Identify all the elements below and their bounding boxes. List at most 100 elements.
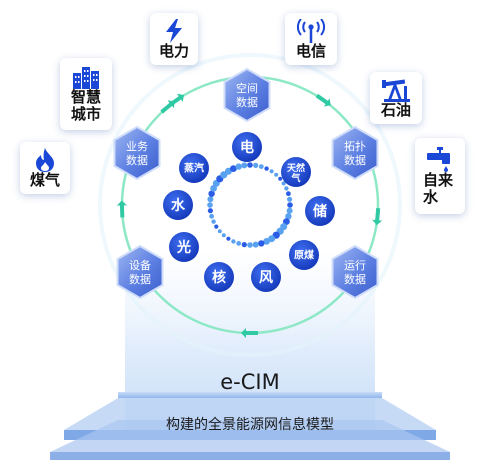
industry-label-gas: 煤气 <box>29 170 60 189</box>
core-dot <box>221 233 226 238</box>
energy-node[interactable]: 原煤 <box>289 240 319 270</box>
energy-node-label: 电 <box>240 139 254 156</box>
energy-node-circle <box>169 232 199 262</box>
core-dot <box>278 176 283 181</box>
hexagon-label: 数据 <box>129 272 151 286</box>
hexagon-shape <box>223 67 271 123</box>
core-dot <box>252 241 259 248</box>
energy-node-label: 光 <box>176 239 191 256</box>
hexagon-label: 设备 <box>129 258 151 272</box>
industry-label-oil: 石油 <box>380 100 411 119</box>
core-dot <box>258 164 264 170</box>
lightning-icon <box>165 18 183 43</box>
energy-node[interactable]: 核 <box>204 262 234 292</box>
ecim-title: e-CIM <box>220 370 280 394</box>
core-dot <box>241 242 247 248</box>
industry-card-oil[interactable]: 石油 <box>370 72 422 124</box>
hexagon-label: 数据 <box>344 153 366 167</box>
core-dot <box>274 172 279 177</box>
oil-pump-icon <box>380 78 412 102</box>
industry-label-telecom: 电信 <box>295 41 326 60</box>
core-dot <box>258 240 265 247</box>
energy-node[interactable]: 电 <box>232 132 262 162</box>
energy-node-label: 蒸汽 <box>184 162 204 175</box>
dotted-core <box>207 162 293 248</box>
energy-node-circle <box>179 153 209 183</box>
industry-card-power[interactable]: 电力 <box>150 13 198 65</box>
core-dot <box>264 166 269 171</box>
core-dot <box>286 191 291 197</box>
energy-node[interactable]: 风 <box>251 262 281 292</box>
energy-node-label: 水 <box>171 197 186 214</box>
energy-node[interactable]: 天然气 <box>281 157 311 187</box>
hexagon-label: 业务 <box>126 140 148 153</box>
core-dot <box>284 186 289 191</box>
energy-node[interactable]: 储 <box>305 196 335 226</box>
buildings-icon <box>71 65 101 89</box>
core-dot <box>235 163 242 170</box>
core-dot <box>214 224 219 229</box>
energy-node-circle <box>305 196 335 226</box>
energy-node-label: 风 <box>259 270 273 286</box>
hexagon-label: 数据 <box>236 95 258 109</box>
industry-card-water[interactable]: 自来水 <box>415 138 465 214</box>
hexagon-label: 数据 <box>126 153 148 167</box>
core-dot <box>281 181 286 186</box>
ring-arrow <box>372 208 383 226</box>
core-dot <box>269 169 274 174</box>
energy-node-circle <box>163 190 193 220</box>
ring-arrow <box>315 93 331 107</box>
energy-node[interactable]: 蒸汽 <box>179 153 209 183</box>
core-dot <box>207 196 214 203</box>
energy-node-circle <box>281 157 311 187</box>
industry-card-smart-city[interactable]: 智慧城市 <box>60 58 112 130</box>
core-dot <box>263 238 270 245</box>
ring-arrows <box>116 93 383 338</box>
core-dot <box>230 165 237 173</box>
core-dot <box>208 190 215 197</box>
industry-label-power: 电力 <box>158 41 189 60</box>
core-dot <box>236 241 242 246</box>
industry-label-smart-city: 智慧城市 <box>70 88 101 123</box>
industry-label-water: 自来水 <box>423 171 454 206</box>
energy-node-label: 天然 <box>287 162 305 174</box>
ring-arrow <box>241 328 258 338</box>
core-dot <box>247 242 253 248</box>
core-dot <box>211 219 216 224</box>
hexagon-shape <box>331 125 379 181</box>
core-dot <box>287 202 293 208</box>
halo-ring <box>98 53 402 357</box>
core-dot <box>247 162 253 168</box>
hexagon-shape <box>331 244 379 300</box>
core-dot <box>253 162 259 168</box>
energy-node-circle <box>289 240 319 270</box>
ring-arrow <box>160 100 175 114</box>
core-dot <box>231 239 236 244</box>
energy-node-circle <box>204 262 234 292</box>
energy-node[interactable]: 光 <box>169 232 199 262</box>
hexagon-shape <box>116 244 164 300</box>
core-dot <box>207 208 213 214</box>
core-dot <box>226 236 231 241</box>
core-dot <box>217 229 222 234</box>
industry-card-telecom[interactable]: 电信 <box>285 13 337 65</box>
core-dot <box>285 213 292 220</box>
energy-node[interactable]: 水 <box>163 190 193 220</box>
hexagon-label: 拓扑 <box>344 139 366 153</box>
energy-node-circle <box>251 262 281 292</box>
core-dot <box>287 196 293 202</box>
energy-node-circle <box>232 132 262 162</box>
hexagon-label: 数据 <box>344 272 366 286</box>
energy-node-label: 原煤 <box>294 249 314 262</box>
platform <box>50 392 450 460</box>
core-dot <box>209 213 215 219</box>
industry-card-gas[interactable]: 煤气 <box>20 142 70 194</box>
